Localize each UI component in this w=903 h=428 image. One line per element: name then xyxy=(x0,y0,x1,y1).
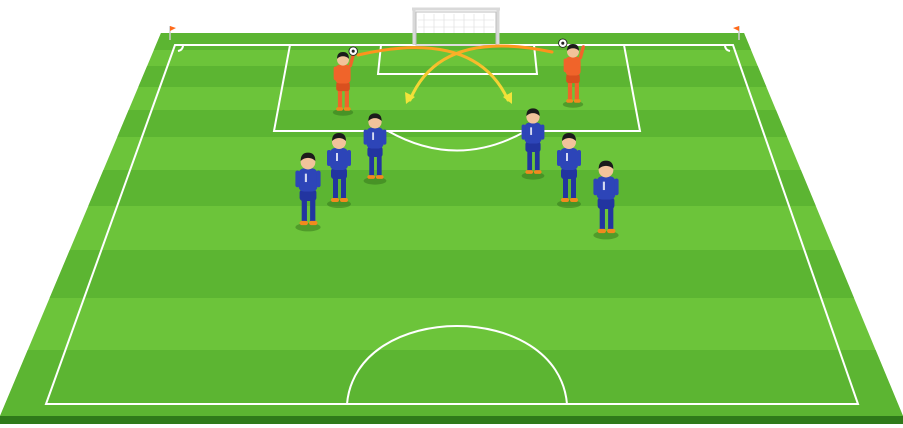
player-boot xyxy=(376,175,384,179)
player-leg xyxy=(568,81,572,101)
ball-panel xyxy=(561,42,564,45)
pitch-edge xyxy=(0,416,903,424)
player-boot xyxy=(574,99,581,102)
player-boot xyxy=(340,198,348,202)
player-leg xyxy=(563,176,568,200)
player-boot xyxy=(367,175,375,179)
player-boot xyxy=(525,170,533,174)
player-arm xyxy=(364,130,368,145)
player-arm xyxy=(334,67,337,81)
player-shirt xyxy=(330,148,348,170)
player-boot xyxy=(561,198,569,202)
player-leg xyxy=(571,176,576,200)
shirt-number-mark xyxy=(566,153,568,161)
player-arm xyxy=(383,130,387,145)
player-boot xyxy=(331,198,339,202)
player-shirt xyxy=(524,123,541,144)
player-arm xyxy=(522,125,526,140)
player-leg xyxy=(527,149,532,172)
player-arm xyxy=(593,179,597,196)
player-shirt xyxy=(597,176,616,199)
player-shirt xyxy=(335,65,350,84)
player-boot xyxy=(300,221,308,225)
shirt-number-mark xyxy=(305,174,307,182)
player-boot xyxy=(344,107,351,110)
player-boot xyxy=(598,229,606,233)
ball-panel xyxy=(352,50,355,53)
player-leg xyxy=(377,154,382,177)
player-arm xyxy=(295,171,299,188)
player-boot xyxy=(534,170,542,174)
player-boot xyxy=(566,99,573,102)
player-leg xyxy=(341,176,346,200)
shirt-number-mark xyxy=(372,132,374,140)
player-arm xyxy=(316,171,320,188)
player-leg xyxy=(333,176,338,200)
shirt-number-mark xyxy=(603,182,605,190)
player-shirt xyxy=(366,128,383,149)
player-boot xyxy=(607,229,615,233)
player-leg xyxy=(310,198,315,223)
player-arm xyxy=(577,150,581,166)
player-arm xyxy=(327,150,331,166)
player-arm xyxy=(557,150,561,166)
player-arm xyxy=(564,59,567,73)
player-arm xyxy=(541,125,545,140)
player-leg xyxy=(608,206,613,231)
shirt-number-mark xyxy=(336,153,338,161)
player-shirt xyxy=(299,168,318,191)
player-leg xyxy=(338,89,342,109)
player-boot xyxy=(570,198,578,202)
player-leg xyxy=(302,198,307,223)
player-arm xyxy=(347,150,351,166)
player-leg xyxy=(535,149,540,172)
player-leg xyxy=(345,89,349,109)
player-arm xyxy=(614,179,618,196)
player-leg xyxy=(600,206,605,231)
player-boot xyxy=(309,221,317,225)
player-shirt xyxy=(560,148,578,170)
shirt-number-mark xyxy=(530,127,532,135)
player-leg xyxy=(369,154,374,177)
player-boot xyxy=(336,107,343,110)
player-shirt xyxy=(565,57,580,76)
player-leg xyxy=(575,81,579,101)
